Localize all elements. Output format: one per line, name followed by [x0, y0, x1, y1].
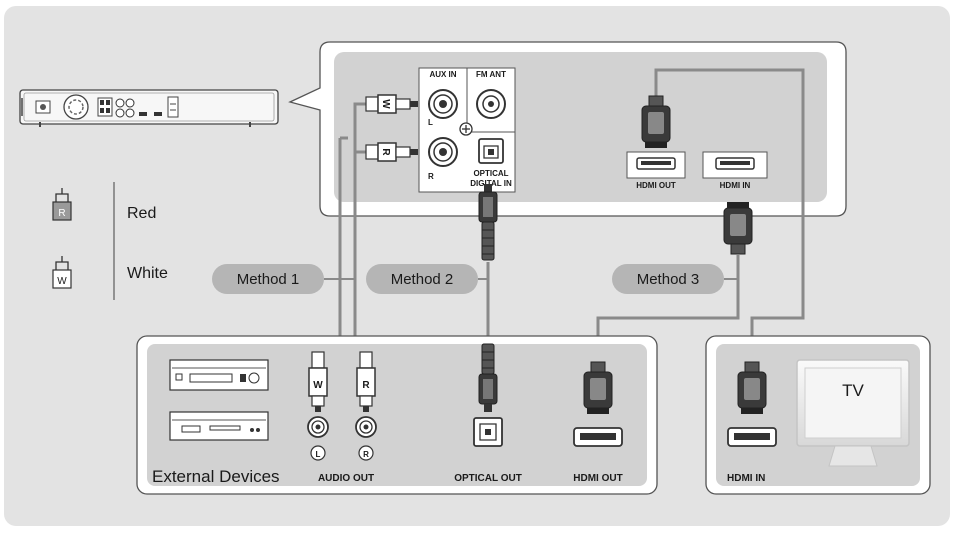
- optical-out-label: OPTICAL OUT: [454, 473, 522, 484]
- method-2-pill: Method 2: [366, 264, 478, 294]
- rca-plug-w-external-letter: W: [313, 380, 323, 391]
- audio-out-left-jack[interactable]: [307, 416, 329, 438]
- vcr-device-icon: [169, 359, 269, 391]
- rca-plug-w-letter: W: [380, 99, 391, 109]
- aux-in-label: AUX IN: [429, 70, 456, 79]
- tv-icon: [796, 359, 910, 467]
- jack-left-mark-circle: [310, 445, 326, 461]
- hdmi-out-label: HDMI OUT: [573, 473, 622, 484]
- jack-left-mark: L: [316, 450, 321, 459]
- method-1-pill: Method 1: [212, 264, 324, 294]
- receiver-unit-icon: [19, 89, 279, 127]
- hdmi-plug-receiver-in: [723, 202, 753, 255]
- dvd-device-icon: [169, 411, 269, 441]
- optical-label: OPTICAL: [473, 169, 508, 178]
- white-plug-icon: [52, 256, 72, 289]
- legend-white-label: White: [127, 265, 168, 282]
- rear-panel-surface: [334, 52, 827, 202]
- receiver-hdmi-in-label: HDMI IN: [720, 181, 751, 190]
- rca-plug-white-external: [308, 351, 328, 412]
- receiver-hdmi-out-port[interactable]: [626, 151, 686, 179]
- ground-icon: [459, 122, 473, 136]
- receiver-hdmi-in-port[interactable]: [702, 151, 768, 179]
- method-3-label: Method 3: [637, 271, 700, 288]
- external-devices-panel: [136, 335, 658, 495]
- red-plug-icon: [52, 188, 72, 221]
- audio-out-label: AUDIO OUT: [318, 473, 374, 484]
- hdmi-plug-external: [583, 361, 613, 414]
- aux-in-left-jack[interactable]: [428, 89, 458, 119]
- rca-plug-white-receiver: W: [365, 94, 418, 114]
- white-plug-letter: W: [57, 276, 67, 287]
- digital-in-label: DIGITAL IN: [470, 179, 512, 188]
- external-devices-title: External Devices: [152, 467, 280, 486]
- aux-left-mark: L: [428, 118, 433, 127]
- tv-hdmi-in-port[interactable]: [727, 427, 777, 447]
- method-1-label: Method 1: [237, 271, 300, 288]
- hdmi-cable-tv: [654, 68, 805, 362]
- rca-plug-red-external: [356, 351, 376, 412]
- optical-digital-in-port[interactable]: [478, 138, 504, 164]
- aux-fm-port-block: AUX IN FM ANT L R: [418, 67, 516, 193]
- tv-label: TV: [842, 381, 864, 400]
- fm-antenna-jack[interactable]: [476, 89, 506, 119]
- method-2-label: Method 2: [391, 271, 454, 288]
- hdmi-plug-receiver-out: [641, 95, 671, 148]
- hdmi-plug-tv: [737, 361, 767, 414]
- rca-plug-r-external-letter: R: [362, 380, 370, 391]
- receiver-hdmi-out-label: HDMI OUT: [636, 181, 676, 190]
- method-3-pill: Method 3: [612, 264, 724, 294]
- red-plug-letter: R: [58, 208, 65, 219]
- color-legend: R Red W White: [52, 182, 168, 300]
- tv-hdmi-in-label: HDMI IN: [727, 473, 765, 484]
- optical-plug-receiver: [478, 184, 498, 261]
- jack-right-mark: R: [363, 450, 369, 459]
- aux-in-right-jack[interactable]: [428, 137, 458, 167]
- rca-plug-red-receiver: R: [365, 142, 418, 162]
- hdmi-out-port-external[interactable]: [573, 427, 623, 447]
- legend-red-label: Red: [127, 205, 156, 222]
- audio-out-right-jack[interactable]: [355, 416, 377, 438]
- optical-out-port[interactable]: [473, 417, 503, 447]
- fm-ant-label: FM ANT: [476, 70, 506, 79]
- rca-plug-r-letter: R: [380, 148, 391, 156]
- jack-right-mark-circle: [358, 445, 374, 461]
- receiver-rear-callout: [288, 41, 847, 217]
- optical-plug-external: [478, 343, 498, 412]
- aux-right-mark: R: [428, 172, 434, 181]
